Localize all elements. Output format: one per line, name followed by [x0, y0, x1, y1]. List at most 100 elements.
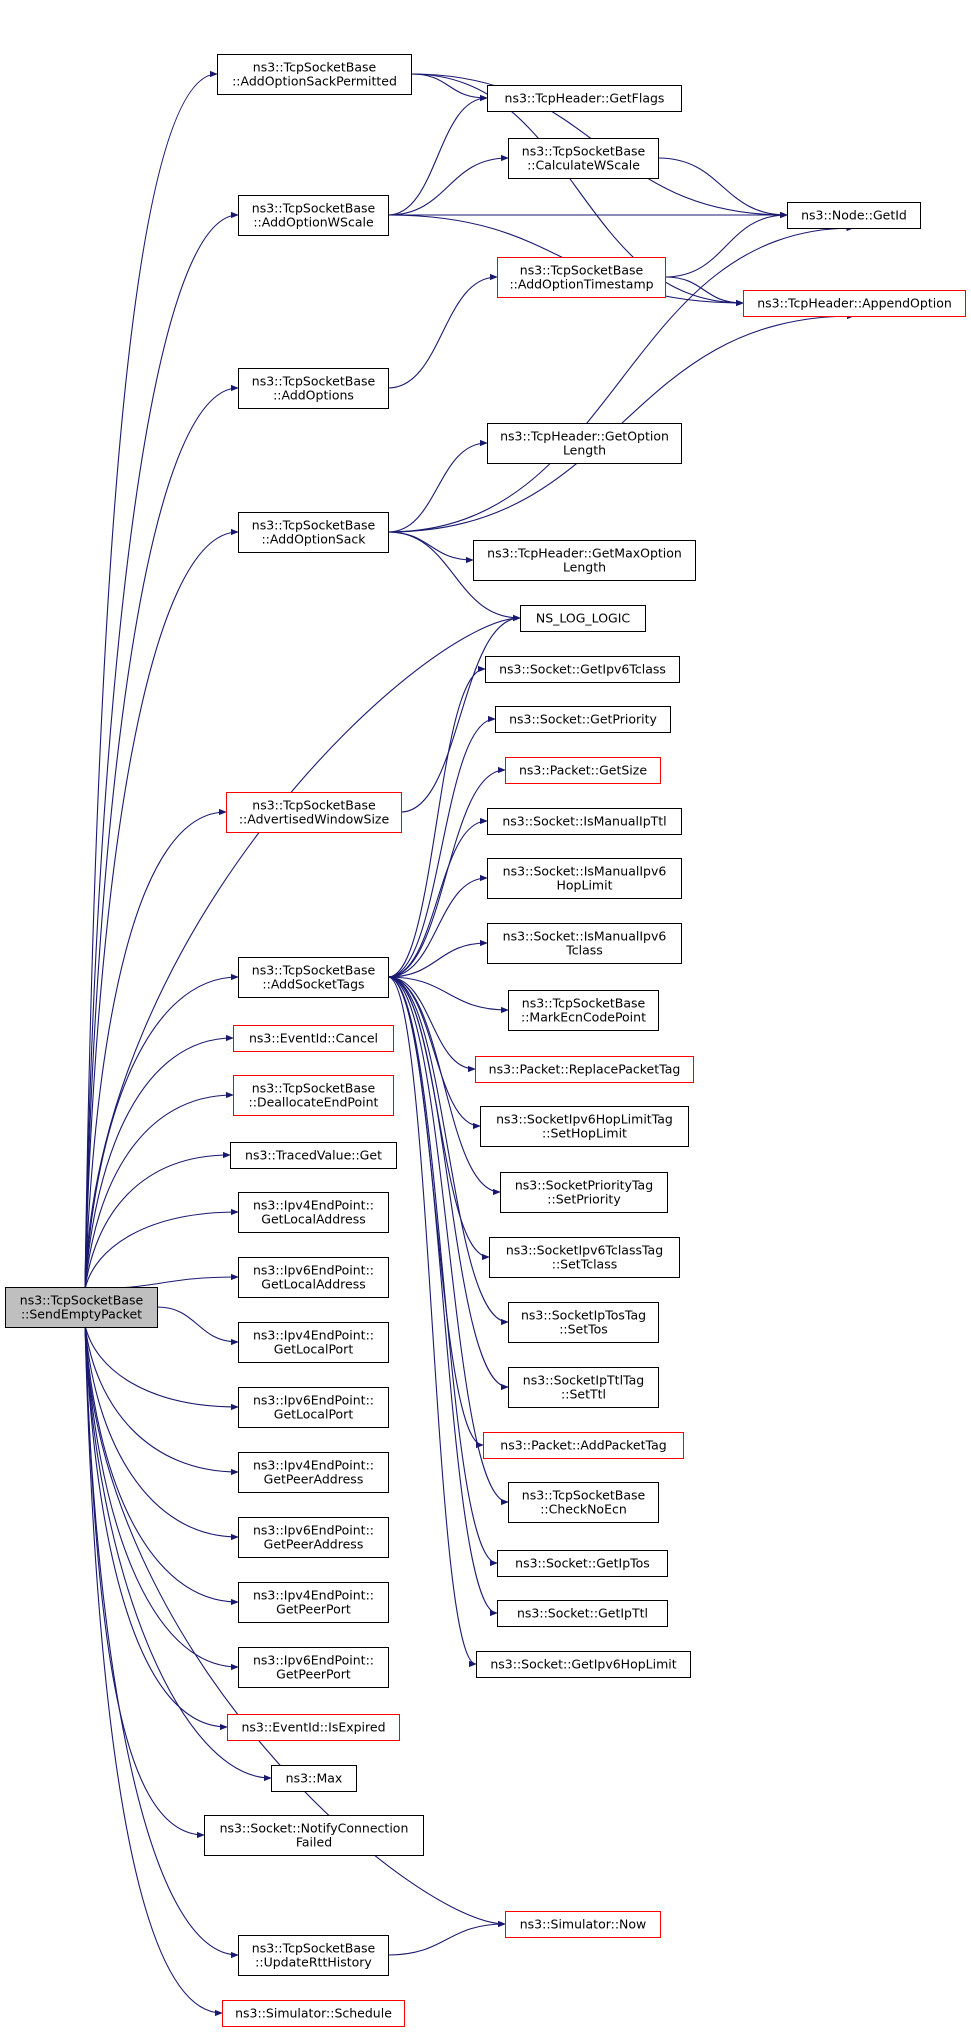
node-ipv6getpeeraddress[interactable]: ns3::Ipv6EndPoint::GetPeerAddress: [238, 1517, 389, 1558]
node-eventidisexpired[interactable]: ns3::EventId::IsExpired: [227, 1714, 400, 1741]
edge-calculatewscale-to-nodegetid: [657, 157, 788, 219]
node-box: [473, 540, 696, 581]
edge-addoptionwscale-to-calculatewscale: [387, 154, 509, 216]
node-addoptions[interactable]: ns3::TcpSocketBase::AddOptions: [238, 368, 389, 409]
node-label: ns3::Socket::GetIpTtl: [517, 1606, 648, 1621]
node-box: [508, 1367, 659, 1408]
node-tcpheadergetflags[interactable]: ns3::TcpHeader::GetFlags: [487, 85, 682, 112]
node-label: ns3::TcpSocketBase: [252, 201, 376, 216]
node-label: ::SetPriority: [547, 1192, 621, 1207]
node-setpriority[interactable]: ns3::SocketPriorityTag::SetPriority: [500, 1172, 668, 1213]
edge-sendemptypacket-to-addoptionsackpermitted: [84, 70, 218, 1290]
node-getiptos[interactable]: ns3::Socket::GetIpTos: [497, 1550, 668, 1577]
node-box: [238, 1192, 389, 1233]
node-addoptionsackpermitted[interactable]: ns3::TcpSocketBase::AddOptionSackPermitt…: [217, 54, 412, 95]
node-ipv6getlocaladdress[interactable]: ns3::Ipv6EndPoint::GetLocalAddress: [238, 1257, 389, 1298]
node-label: ns3::Packet::AddPacketTag: [500, 1438, 666, 1453]
node-label: ns3::Simulator::Now: [520, 1917, 647, 1932]
node-label: ns3::TcpSocketBase: [252, 1081, 376, 1096]
node-updatertthistory[interactable]: ns3::TcpSocketBase::UpdateRttHistory: [238, 1935, 389, 1976]
node-ns-log-logic[interactable]: NS_LOG_LOGIC: [520, 605, 646, 632]
node-max[interactable]: ns3::Max: [271, 1765, 357, 1792]
node-box: [222, 2000, 405, 2027]
node-box: [238, 195, 389, 236]
node-label: ::SetHopLimit: [542, 1126, 627, 1141]
node-label: ns3::Socket::IsManualIpv6: [503, 929, 667, 944]
node-ipv4getlocaladdress[interactable]: ns3::Ipv4EndPoint::GetLocalAddress: [238, 1192, 389, 1233]
node-label: ::AddOptionSack: [261, 532, 366, 547]
edge-sendemptypacket-to-ipv4getpeerport: [84, 1324, 239, 1606]
node-box: [787, 202, 921, 229]
node-ipv4getpeerport[interactable]: ns3::Ipv4EndPoint::GetPeerPort: [238, 1582, 389, 1623]
node-box: [508, 1302, 659, 1343]
node-ipv6getpeerport[interactable]: ns3::Ipv6EndPoint::GetPeerPort: [238, 1647, 389, 1688]
node-sethoplimit[interactable]: ns3::SocketIpv6HopLimitTag::SetHopLimit: [480, 1106, 689, 1147]
node-label: ns3::Ipv4EndPoint::: [253, 1328, 374, 1343]
node-addsockettags[interactable]: ns3::TcpSocketBase::AddSocketTags: [238, 957, 389, 998]
edge-sendemptypacket-to-max: [84, 1324, 272, 1782]
node-label: ns3::Packet::GetSize: [519, 763, 647, 778]
node-markecncodepoint[interactable]: ns3::TcpSocketBase::MarkEcnCodePoint: [508, 990, 659, 1031]
edge-sendemptypacket-to-eventidcancel: [84, 1034, 234, 1290]
edge-addoptionsackpermitted-to-tcpheadergetflags: [410, 73, 488, 102]
node-ipv4getpeeraddress[interactable]: ns3::Ipv4EndPoint::GetPeerAddress: [238, 1452, 389, 1493]
node-sendemptypacket[interactable]: ns3::TcpSocketBase::SendEmptyPacket: [5, 1287, 158, 1328]
node-ipv4getlocalport[interactable]: ns3::Ipv4EndPoint::GetLocalPort: [238, 1322, 389, 1363]
node-addoptiontimestamp[interactable]: ns3::TcpSocketBase::AddOptionTimestamp: [497, 257, 666, 298]
node-packetgetsize[interactable]: ns3::Packet::GetSize: [505, 757, 661, 784]
edge-sendemptypacket-to-simulatornow: [84, 1324, 506, 1928]
edge-sendemptypacket-to-ipv6getpeeraddress: [84, 1324, 239, 1541]
node-ipv6getlocalport[interactable]: ns3::Ipv6EndPoint::GetLocalPort: [238, 1387, 389, 1428]
edge-sendemptypacket-to-addoptions: [84, 384, 239, 1290]
node-replacepackettag[interactable]: ns3::Packet::ReplacePacketTag: [475, 1056, 694, 1083]
node-label: ::CalculateWScale: [527, 158, 640, 173]
node-checknoecn[interactable]: ns3::TcpSocketBase::CheckNoEcn: [508, 1482, 659, 1523]
node-box: [508, 990, 659, 1031]
node-getpriority[interactable]: ns3::Socket::GetPriority: [495, 706, 671, 733]
edge-addsockettags-to-ismanualipv6tclass: [387, 939, 488, 978]
node-simulatorschedule[interactable]: ns3::Simulator::Schedule: [222, 2000, 405, 2027]
edge-addsockettags-to-replacepackettag: [387, 976, 476, 1073]
edge-sendemptypacket-to-ipv4getpeeraddress: [84, 1324, 239, 1476]
node-box: [476, 1651, 691, 1678]
node-box: [505, 757, 661, 784]
node-advertisedwindowsize[interactable]: ns3::TcpSocketBase::AdvertisedWindowSize: [226, 792, 402, 833]
node-nodegetid[interactable]: ns3::Node::GetId: [787, 202, 921, 229]
node-setttl[interactable]: ns3::SocketIpTtlTag::SetTtl: [508, 1367, 659, 1408]
node-label: ns3::Packet::ReplacePacketTag: [489, 1062, 681, 1077]
function-nodes: ns3::TcpSocketBase::SendEmptyPacketns3::…: [5, 54, 966, 2027]
node-label: ns3::TracedValue::Get: [245, 1148, 382, 1163]
node-appendoption[interactable]: ns3::TcpHeader::AppendOption: [743, 290, 966, 317]
node-label: ns3::SocketIpTosTag: [521, 1308, 646, 1323]
node-getipttl[interactable]: ns3::Socket::GetIpTtl: [497, 1600, 668, 1627]
node-calculatewscale[interactable]: ns3::TcpSocketBase::CalculateWScale: [508, 138, 659, 179]
node-deallocateendpoint[interactable]: ns3::TcpSocketBase::DeallocateEndPoint: [233, 1075, 394, 1116]
node-addoptionwscale[interactable]: ns3::TcpSocketBase::AddOptionWScale: [238, 195, 389, 236]
node-label: GetPeerAddress: [264, 1472, 364, 1487]
node-addpackettag[interactable]: ns3::Packet::AddPacketTag: [483, 1432, 684, 1459]
node-eventidcancel[interactable]: ns3::EventId::Cancel: [233, 1025, 394, 1052]
node-tracedvalueget[interactable]: ns3::TracedValue::Get: [230, 1142, 397, 1169]
node-box: [238, 1322, 389, 1363]
edge-addoptiontimestamp-to-appendoption: [664, 276, 744, 307]
node-label: ::MarkEcnCodePoint: [521, 1010, 646, 1025]
node-ismanualipttl[interactable]: ns3::Socket::IsManualIpTtl: [487, 808, 682, 835]
node-label: ns3::Ipv4EndPoint::: [253, 1588, 374, 1603]
node-addoptionsack[interactable]: ns3::TcpSocketBase::AddOptionSack: [238, 512, 389, 553]
node-label: ns3::TcpSocketBase: [252, 1941, 376, 1956]
node-getipv6hoplimit[interactable]: ns3::Socket::GetIpv6HopLimit: [476, 1651, 691, 1678]
node-box: [489, 1237, 680, 1278]
node-settclass[interactable]: ns3::SocketIpv6TclassTag::SetTclass: [489, 1237, 680, 1278]
node-label: ns3::SocketIpv6TclassTag: [506, 1243, 663, 1258]
node-simulatornow[interactable]: ns3::Simulator::Now: [505, 1911, 661, 1938]
node-settos[interactable]: ns3::SocketIpTosTag::SetTos: [508, 1302, 659, 1343]
edge-advertisedwindowsize-to-ns_log_logic: [400, 614, 521, 813]
node-getipv6tclass[interactable]: ns3::Socket::GetIpv6Tclass: [485, 656, 680, 683]
node-box: [485, 656, 680, 683]
edge-addoptionsack-to-ns_log_logic: [387, 531, 521, 622]
